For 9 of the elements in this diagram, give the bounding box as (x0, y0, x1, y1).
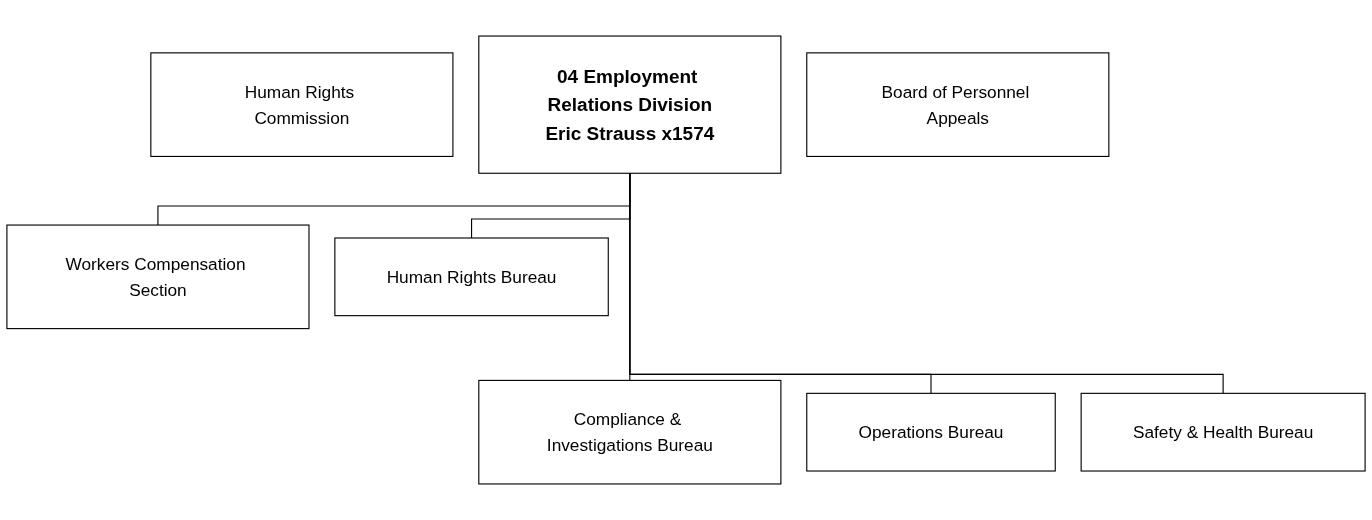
node-box: Human Rights Bureau (334, 237, 609, 317)
node-box: 04 Employment Relations Division Eric Strauss x1574 (478, 35, 782, 174)
connector (629, 172, 1224, 394)
node-box: Compliance & Investigations Bureau (478, 379, 782, 485)
node-box: Human Rights Commission (150, 52, 454, 157)
node-box: Operations Bureau (806, 392, 1056, 472)
node-box: Workers Compensation Section (6, 224, 310, 330)
node-box: Board of Personnel Appeals (806, 52, 1110, 157)
node-box: Safety & Health Bureau (1080, 392, 1366, 472)
